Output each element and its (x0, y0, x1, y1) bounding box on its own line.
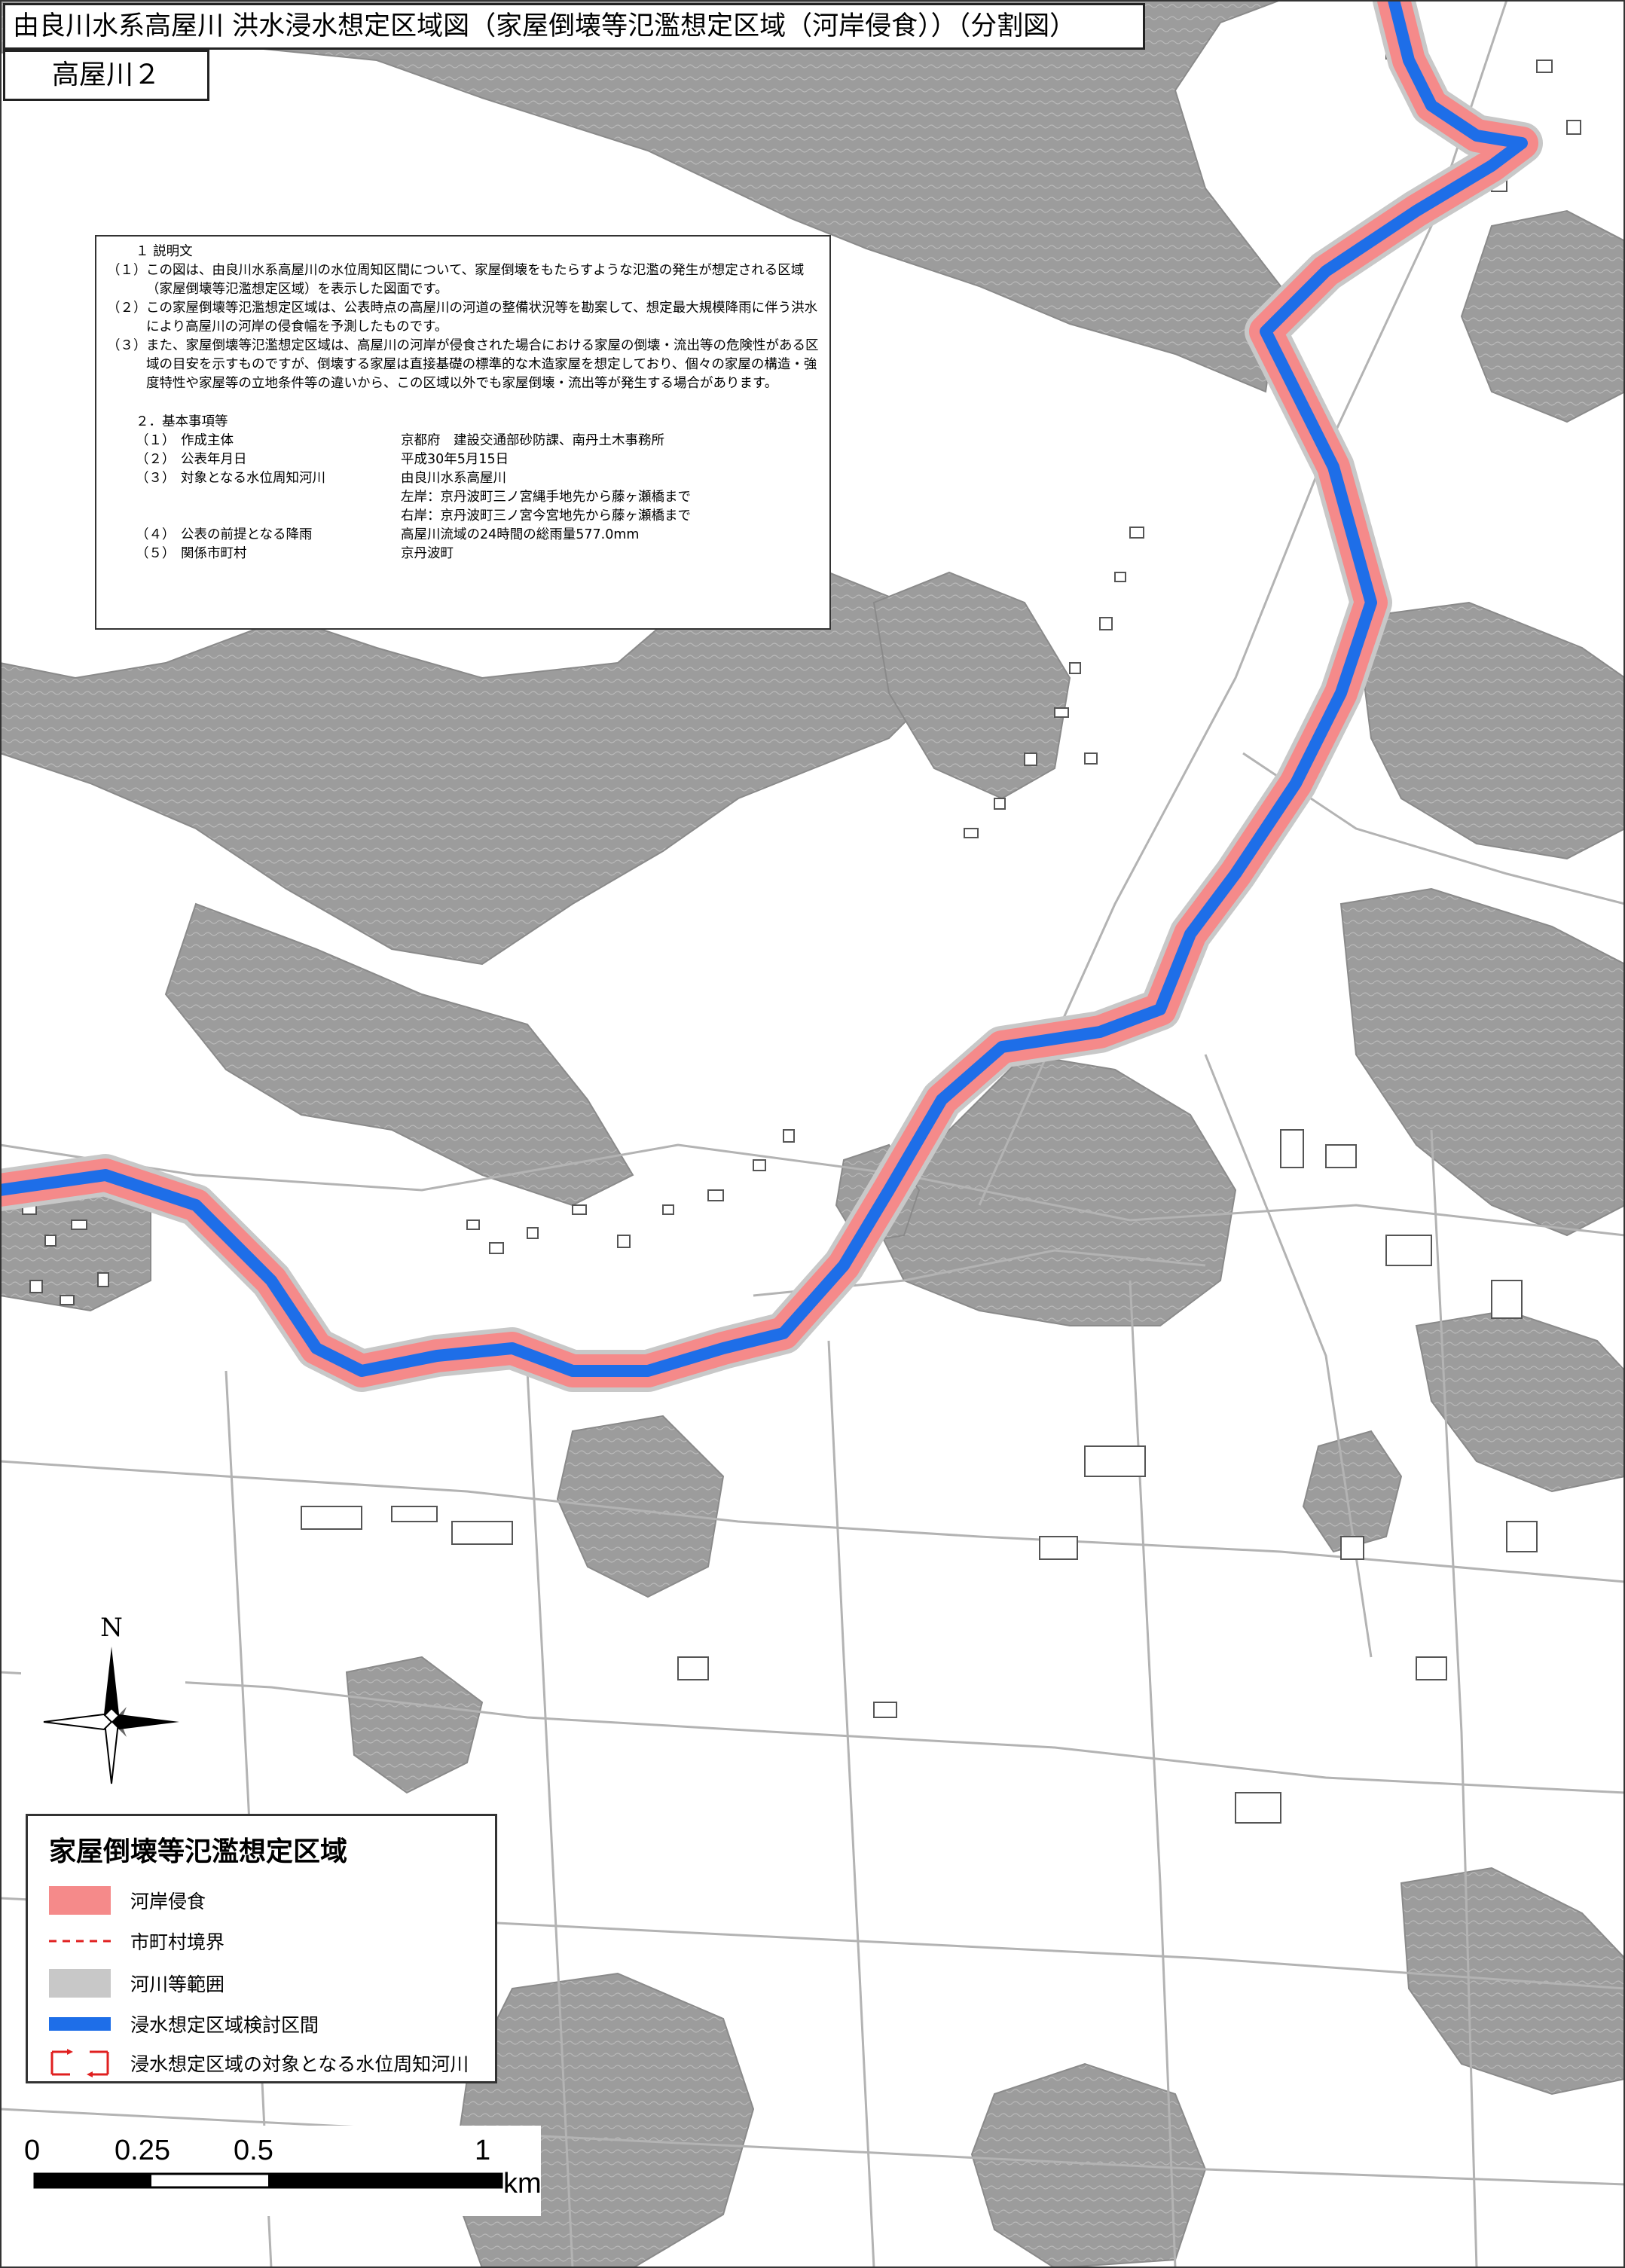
basic-info: ２．基本事項等 （１） 作成主体 京都府 建設交通部砂防課、南丹土木事務所 （２） 公… (107, 413, 819, 563)
basic-key: 作成主体 (181, 433, 234, 448)
legend-swatch (49, 1927, 111, 1955)
basic-row: （３） 対象となる水位周知河川 由良川水系高屋川 (107, 469, 819, 488)
map-legend: 家屋倒壊等氾濫想定区域 河岸侵食 市町村境界 河川等範囲 浸水想定区域検討区間 … (26, 1814, 497, 2083)
legend-item-boundary: 市町村境界 (49, 1926, 225, 1956)
basic-value: 左岸：京丹波町三ノ宮縄手地先から藤ヶ瀬橋まで (401, 490, 691, 505)
item-number: （３） (107, 338, 147, 353)
scale-unit: km (503, 2168, 542, 2199)
basic-value: 由良川水系高屋川 (401, 471, 506, 486)
basic-num: （１） (136, 433, 176, 448)
legend-label: 浸水想定区域の対象となる水位周知河川 (130, 2053, 469, 2075)
legend-item-river-zone: 河川等範囲 (49, 1968, 225, 1998)
compass-icon: N (43, 1613, 179, 1784)
compass-rose: N (21, 1610, 185, 1790)
description-heading: １ 説明文 (136, 244, 193, 259)
scale-label: 0.25 (115, 2135, 170, 2166)
building-footprints (22, 44, 1581, 1824)
basic-value: 京丹波町 (401, 546, 454, 561)
basic-key (181, 488, 401, 507)
description-item: （１） この図は、由良川水系高屋川の水位周知区間について、家屋倒壊をもたらすよう… (107, 261, 819, 299)
arrows-icon (49, 2049, 111, 2077)
basic-heading: ２．基本事項等 (136, 414, 228, 429)
item-text: また、家屋倒壊等氾濫想定区域は、高屋川の河岸が侵食された場合における家屋の倒壊・… (146, 338, 819, 391)
basic-key: 関係市町村 (181, 546, 247, 561)
basic-row: （２） 公表年月日 平成30年5月15日 (107, 450, 819, 469)
description-box: １ 説明文 （１） この図は、由良川水系高屋川の水位周知区間について、家屋倒壊を… (95, 235, 831, 630)
scale-label: 1 (475, 2135, 491, 2166)
basic-row: （４） 公表の前提となる降雨 高屋川流域の24時間の総雨量577.0mm (107, 526, 819, 545)
legend-item-erosion: 河岸侵食 (49, 1885, 206, 1915)
basic-value: 平成30年5月15日 (401, 452, 509, 467)
basic-row: （１） 作成主体 京都府 建設交通部砂防課、南丹土木事務所 (107, 432, 819, 450)
legend-label: 市町村境界 (130, 1931, 225, 1953)
scale-bar-graphic (33, 2172, 503, 2189)
legend-swatch (49, 2010, 111, 2038)
item-number: （１） (107, 263, 147, 278)
item-text: この図は、由良川水系高屋川の水位周知区間について、家屋倒壊をもたらすような氾濫の… (146, 263, 805, 297)
basic-row: （５） 関係市町村 京丹波町 (107, 545, 819, 563)
basic-value: 京都府 建設交通部砂防課、南丹土木事務所 (401, 433, 664, 448)
basic-key: 公表の前提となる降雨 (181, 527, 313, 542)
description-item: （３） また、家屋倒壊等氾濫想定区域は、高屋川の河岸が侵食された場合における家屋… (107, 337, 819, 393)
map-title: 由良川水系高屋川 洪水浸水想定区域図（家屋倒壊等氾濫想定区域（河岸侵食））（分割… (3, 3, 1145, 50)
description-item: （２） この家屋倒壊等氾濫想定区域は、公表時点の高屋川の河道の整備状況等を勘案し… (107, 299, 819, 337)
basic-key (181, 507, 401, 526)
basic-num (107, 488, 181, 507)
basic-num: （５） (136, 546, 176, 561)
basic-num (107, 507, 181, 526)
basic-num: （２） (136, 452, 176, 467)
legend-swatch (49, 1969, 111, 1998)
scale-bar: 0 0.25 0.5 1 km (14, 2126, 542, 2216)
basic-value: 高屋川流域の24時間の総雨量577.0mm (401, 527, 640, 542)
item-number: （２） (107, 301, 147, 316)
river-section (0, 0, 1528, 1377)
basic-num: （３） (136, 471, 176, 486)
basic-value: 右岸：京丹波町三ノ宮今宮地先から藤ヶ瀬橋まで (401, 508, 691, 524)
basic-key: 対象となる水位周知河川 (181, 471, 325, 486)
map-subtitle: 高屋川２ (3, 50, 209, 101)
basic-row: 右岸：京丹波町三ノ宮今宮地先から藤ヶ瀬橋まで (107, 507, 819, 526)
legend-label: 河岸侵食 (130, 1891, 206, 1912)
basic-num: （４） (136, 527, 176, 542)
legend-title: 家屋倒壊等氾濫想定区域 (49, 1836, 348, 1867)
legend-label: 河川等範囲 (130, 1973, 225, 1995)
legend-item-target-river: 浸水想定区域の対象となる水位周知河川 (49, 2048, 469, 2078)
legend-swatch (49, 1886, 111, 1915)
basic-key: 公表年月日 (181, 452, 247, 467)
basic-row: 左岸：京丹波町三ノ宮縄手地先から藤ヶ瀬橋まで (107, 488, 819, 507)
north-label: N (100, 1613, 123, 1643)
scale-label: 0.5 (234, 2135, 273, 2166)
item-text: この家屋倒壊等氾濫想定区域は、公表時点の高屋川の河道の整備状況等を勘案して、想定… (146, 301, 818, 334)
legend-label: 浸水想定区域検討区間 (130, 2014, 319, 2036)
legend-item-river-section: 浸水想定区域検討区間 (49, 2009, 319, 2039)
scale-label: 0 (24, 2135, 41, 2166)
